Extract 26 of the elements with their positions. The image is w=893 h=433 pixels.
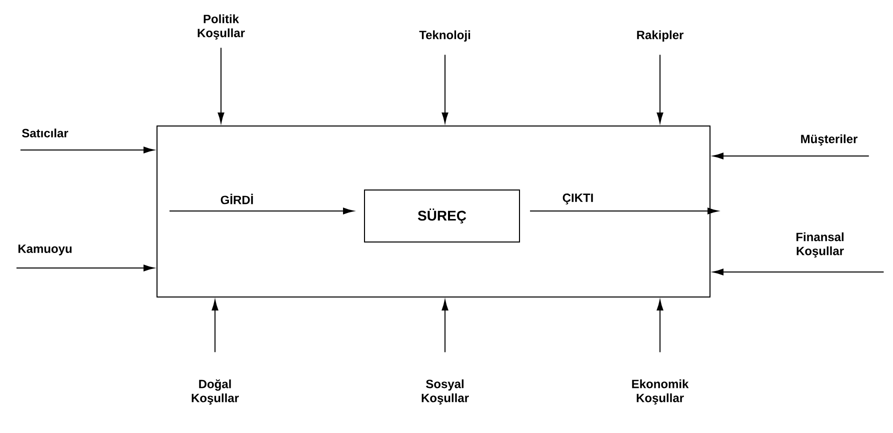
arrow: [20, 146, 154, 154]
arrow: [656, 54, 664, 124]
factor-label: Rakipler: [637, 30, 684, 42]
arrow: [656, 300, 664, 353]
arrow: [442, 54, 448, 124]
factor-label: Kamuoyu: [18, 244, 72, 256]
arrow: [712, 152, 870, 160]
system-box: [156, 126, 710, 298]
arrow: [530, 208, 718, 214]
factor-label: Sosyal Koşullar: [422, 379, 469, 405]
factor-label: Finansal Koşullar: [796, 232, 844, 258]
factor-label: Politik Koşullar: [198, 14, 245, 40]
arrow: [212, 300, 218, 353]
arrow: [16, 264, 154, 272]
factor-label: Teknoloji: [419, 30, 470, 42]
arrow: [712, 268, 884, 276]
edge-label: ÇIKTI: [561, 192, 595, 206]
factor-label: Ekonomik Koşullar: [632, 379, 689, 405]
factor-label: Doğal Koşullar: [192, 379, 239, 405]
factor-label: Satıcılar: [22, 128, 68, 138]
arrow: [218, 47, 224, 124]
arrow: [442, 300, 448, 353]
edge-label: GİRDİ: [219, 192, 255, 206]
factor-label: Müşteriler: [801, 134, 858, 146]
arrow: [169, 208, 354, 214]
process-box: SÜREÇ: [364, 190, 520, 242]
